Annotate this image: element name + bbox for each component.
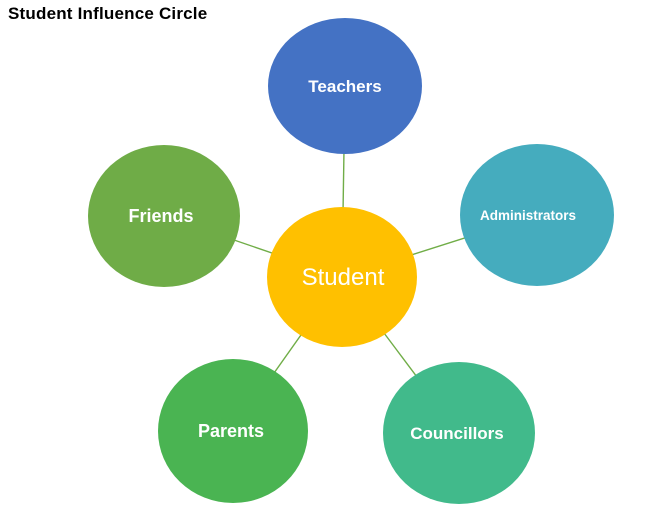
node-label-teachers: Teachers [308, 77, 381, 96]
node-circle-friends [88, 145, 240, 287]
node-label-student: Student [302, 264, 385, 291]
node-teachers: Teachers [268, 18, 422, 154]
node-label-friends: Friends [128, 206, 193, 226]
node-friends: Friends [88, 145, 240, 287]
node-administrators: Administrators [460, 144, 614, 286]
node-circle-student [267, 207, 417, 347]
node-label-councillors: Councillors [410, 424, 504, 443]
node-circle-administrators [460, 144, 614, 286]
node-student-center: Student [267, 207, 417, 347]
node-label-administrators: Administrators [480, 208, 576, 223]
node-circle-teachers [268, 18, 422, 154]
node-circle-parents [158, 359, 308, 503]
node-circle-councillors [383, 362, 535, 504]
node-councillors: Councillors [383, 362, 535, 504]
node-label-parents: Parents [198, 421, 264, 441]
diagram-title: Student Influence Circle [8, 4, 208, 23]
node-parents: Parents [158, 359, 308, 503]
